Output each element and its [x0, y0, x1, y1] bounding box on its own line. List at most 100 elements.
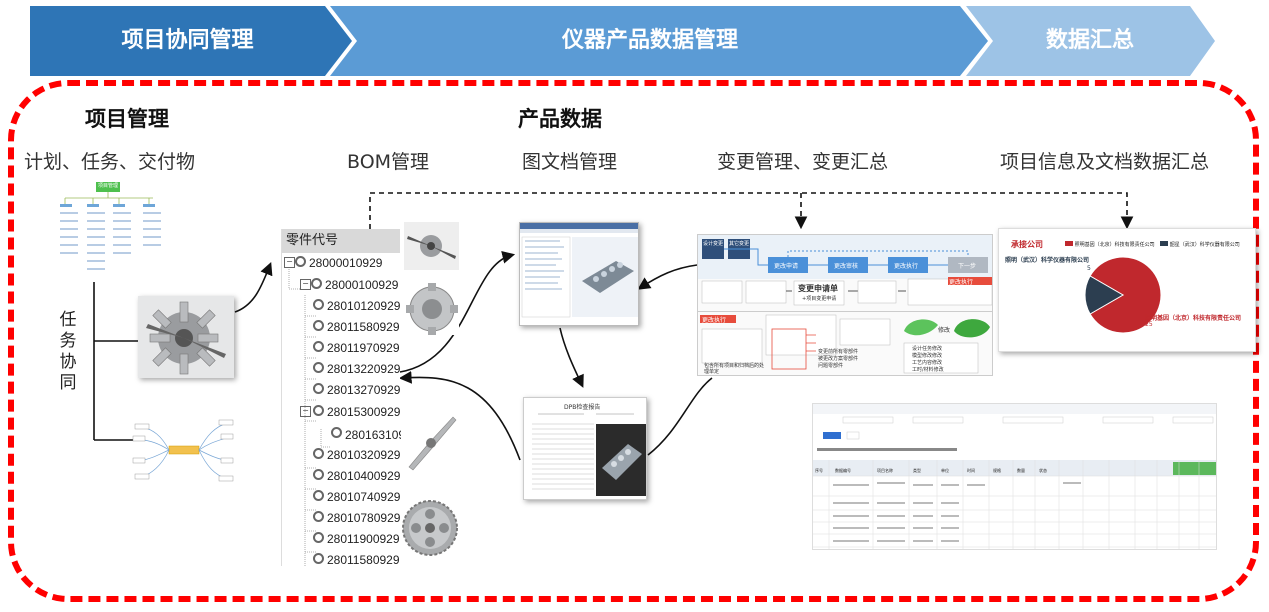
data-table-screenshot: 序号 数据编号 项目名称 类型 单位 时间 规格 数量 状态: [812, 403, 1217, 550]
main-frame: [8, 80, 1259, 602]
part-icon: [313, 341, 324, 352]
task-collab-label: 任 务 协 同: [56, 310, 80, 394]
legend-label: 照明基因（北京）科技有限责任公司: [1074, 242, 1155, 248]
collapse-icon[interactable]: −: [284, 257, 295, 268]
collapse-icon[interactable]: −: [300, 406, 311, 417]
bom-tree-lines: [288, 269, 331, 566]
stage-2-arrow: [330, 6, 988, 76]
bom-row[interactable]: 28010780929: [327, 511, 401, 525]
change-bullet: 被更改方案零部件: [818, 356, 859, 362]
flow-step-apply: 更改申请: [774, 263, 799, 270]
bom-row[interactable]: 28016310929: [345, 428, 419, 442]
stage-3-arrow: [966, 6, 1215, 76]
bom-row[interactable]: 28011580929: [327, 320, 400, 334]
checklist-item: 设计任务修改: [912, 346, 943, 352]
bom-row[interactable]: 28010400929: [327, 469, 401, 483]
part-icon: [313, 469, 324, 480]
pie-slice: [1089, 256, 1162, 334]
bom-row[interactable]: 28000010929: [309, 256, 383, 270]
checklist-item: 模型修改修改: [912, 353, 943, 359]
dashed-link: [369, 192, 1134, 230]
arrow-engine-bom: [234, 262, 273, 313]
project-title: 项目管理: [85, 107, 169, 131]
checklist-item: 工时/材料修改: [912, 367, 944, 373]
bom-header: 零件代号: [282, 229, 400, 253]
gear-image: [401, 498, 459, 558]
exec-label: 更改执行: [702, 317, 727, 324]
mind-map-thumbnail: [132, 419, 234, 482]
org-chart-thumbnail: [60, 182, 161, 270]
change-step-other: 其它变更: [729, 241, 750, 247]
bom-row[interactable]: 28010120929: [327, 299, 401, 313]
flow-step-next: 下一步: [958, 263, 977, 270]
pie-slice: [1084, 275, 1125, 315]
line-change-doc: [647, 377, 713, 456]
change-label: 变更管理、变更汇总: [717, 151, 889, 173]
apply-form-sub: +项目变更申请: [802, 296, 837, 302]
change-bullet: 变更前所有零部件: [818, 349, 859, 355]
plan-label: 计划、任务、交付物: [24, 151, 196, 173]
drawing-manager-screenshot: [519, 222, 639, 326]
red-badge: 更改执行: [949, 279, 974, 286]
bom-row[interactable]: 28010320929: [327, 448, 401, 462]
part-icon: [313, 511, 324, 522]
change-bullet: 问题零部件: [818, 363, 844, 369]
part-icon: [313, 320, 324, 331]
task-collab-char: 务: [59, 331, 77, 351]
pie-chart: [1084, 256, 1162, 334]
part-icon: [313, 383, 324, 394]
part-icon: [313, 299, 324, 310]
table-header: 时间: [967, 468, 975, 473]
bom-row[interactable]: 28010740929: [327, 490, 401, 504]
document-thumbnail: DPB检查报告: [523, 397, 647, 500]
part-icon: [331, 427, 342, 438]
bom-label: BOM管理: [347, 151, 430, 173]
pie-label-small-value: 5: [1087, 265, 1091, 272]
part-icon: [313, 490, 324, 501]
change-note: 包含所有项目和归档后的处理单定: [704, 363, 765, 375]
drawing-label: 图文档管理: [522, 151, 618, 173]
change-management-panel: 设计变更 其它变更 更改申请 更改审核 更改执行 下一步 变更申请单 +项目变更…: [697, 234, 993, 376]
legend-swatch: [1065, 241, 1073, 246]
bom-row[interactable]: 28011970929: [327, 341, 400, 355]
legend-label: 韶星（武汉）科学仪器有限公司: [1169, 242, 1240, 248]
table-header: 单位: [941, 468, 949, 473]
radial-engine-image: [138, 296, 234, 378]
collapse-icon[interactable]: −: [300, 279, 311, 290]
bom-row[interactable]: 28000100929: [325, 278, 399, 292]
part-icon: [313, 553, 324, 564]
bom-row[interactable]: 28013270929: [327, 383, 401, 397]
apply-form-badge: 变更申请单: [798, 284, 838, 293]
pie-legend: 照明基因（北京）科技有限责任公司 韶星（武汉）科学仪器有限公司: [1065, 241, 1240, 248]
change-step-design: 设计变更: [703, 241, 724, 247]
table-header: 状态: [1039, 468, 1047, 473]
company-pie-panel: 承接公司 照明基因（北京）科技有限责任公司 韶星（武汉）科学仪器有限公司 照明（…: [998, 228, 1256, 352]
bom-row[interactable]: 28015300929: [327, 405, 401, 419]
stage-1-label: 项目协同管理: [121, 28, 254, 53]
task-tree: [93, 282, 138, 441]
pie-label-big: 照明基因（北京）科技有限责任公司: [1145, 315, 1242, 322]
org-chart-root: 项目管理: [98, 183, 119, 189]
bom-row[interactable]: 28011900929: [327, 532, 400, 546]
table-header: 数量: [1017, 468, 1025, 473]
arrow-change-drawing: [637, 264, 698, 290]
stage-banner: [30, 6, 1215, 76]
stage-2-label: 仪器产品数据管理: [561, 28, 738, 53]
flow-step-execute: 更改执行: [894, 263, 919, 270]
checklist-item: 工艺内容修改: [912, 360, 943, 366]
bom-row[interactable]: 28013220929: [327, 362, 401, 376]
table-header: 数据编号: [835, 468, 851, 473]
bom-row[interactable]: 28011580929: [327, 553, 400, 567]
part-icon: [313, 532, 324, 543]
table-header: 序号: [815, 468, 823, 473]
modify-tag: 修改: [938, 327, 951, 334]
product-title: 产品数据: [518, 107, 602, 131]
doc-title: DPB检查报告: [564, 404, 601, 411]
table-header: 规格: [993, 468, 1001, 473]
summary-label: 项目信息及文档数据汇总: [1000, 151, 1210, 173]
arrow-doc-bom: [398, 371, 521, 461]
flow-step-review: 更改审核: [834, 263, 859, 270]
arrow-drawing-doc: [559, 327, 584, 388]
part-icon: [313, 405, 324, 416]
